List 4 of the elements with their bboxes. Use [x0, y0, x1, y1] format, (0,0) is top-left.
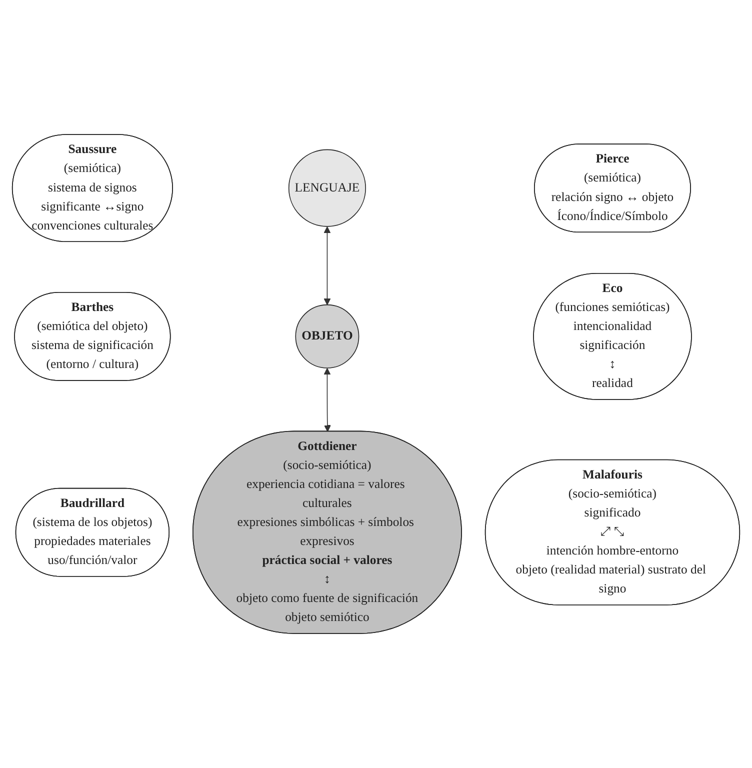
- node-circle: LENGUAJE: [288, 149, 366, 227]
- arrow: [324, 226, 331, 306]
- arrow: [324, 368, 331, 432]
- node-circle: OBJETO: [295, 304, 360, 368]
